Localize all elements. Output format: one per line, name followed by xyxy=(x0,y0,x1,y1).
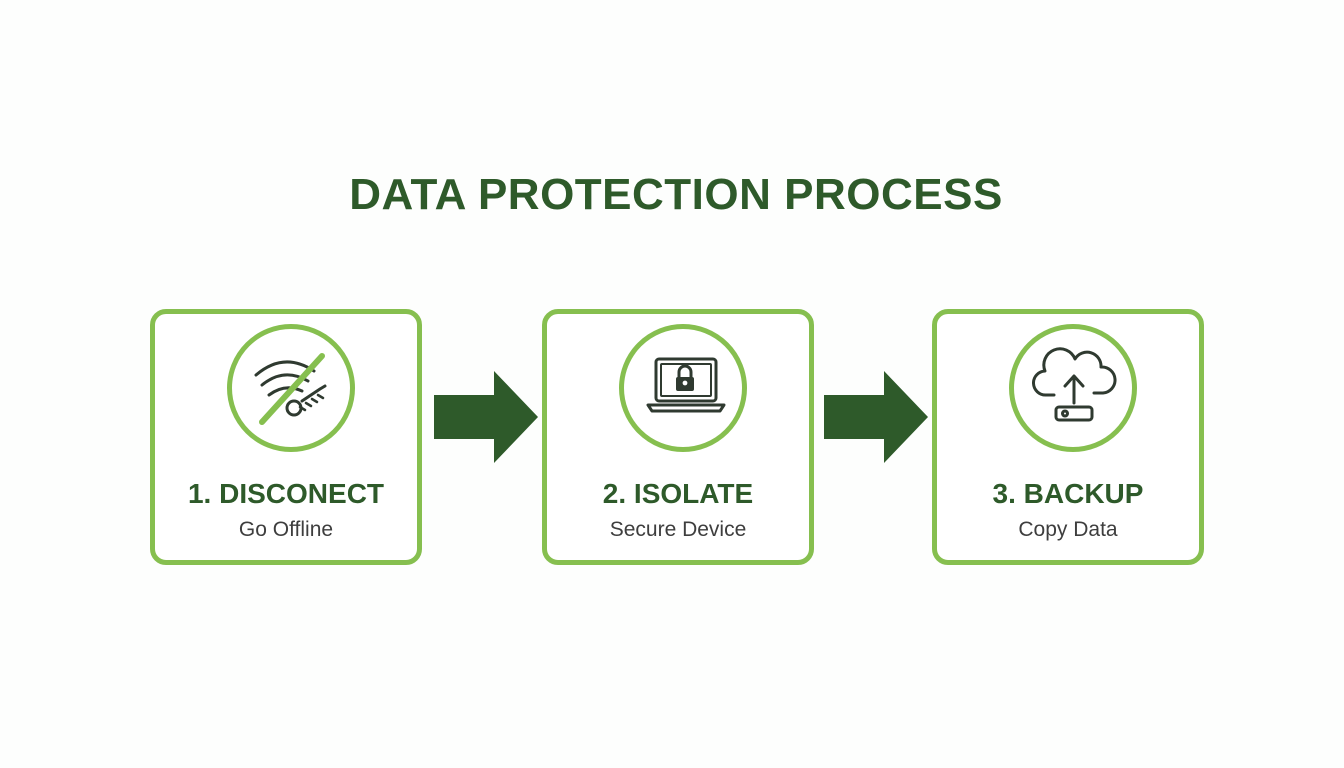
step-card-disconnect: 1. DISCONECT Go Offline xyxy=(150,309,422,565)
arrow-right-icon xyxy=(824,371,928,463)
wifi-off-icon xyxy=(254,353,327,425)
icon-badge xyxy=(227,324,355,452)
icon-badge xyxy=(1009,324,1137,452)
step-subtitle: Secure Device xyxy=(609,518,747,541)
locked-laptop-icon xyxy=(646,357,726,413)
step-title: 2. ISOLATE xyxy=(602,478,754,509)
step-subtitle: Copy Data xyxy=(1018,518,1118,541)
arrow-right-icon xyxy=(434,371,538,463)
step-card-isolate: 2. ISOLATE Secure Device xyxy=(542,309,814,565)
step-title: 3. BACKUP xyxy=(992,478,1144,509)
diagram-title: DATA PROTECTION PROCESS xyxy=(349,170,1003,219)
step-subtitle: Go Offline xyxy=(238,518,334,541)
icon-badge xyxy=(619,324,747,452)
step-card-backup: 3. BACKUP Copy Data xyxy=(932,309,1204,565)
cloud-upload-icon xyxy=(1032,347,1117,422)
step-title: 1. DISCONECT xyxy=(187,478,385,509)
